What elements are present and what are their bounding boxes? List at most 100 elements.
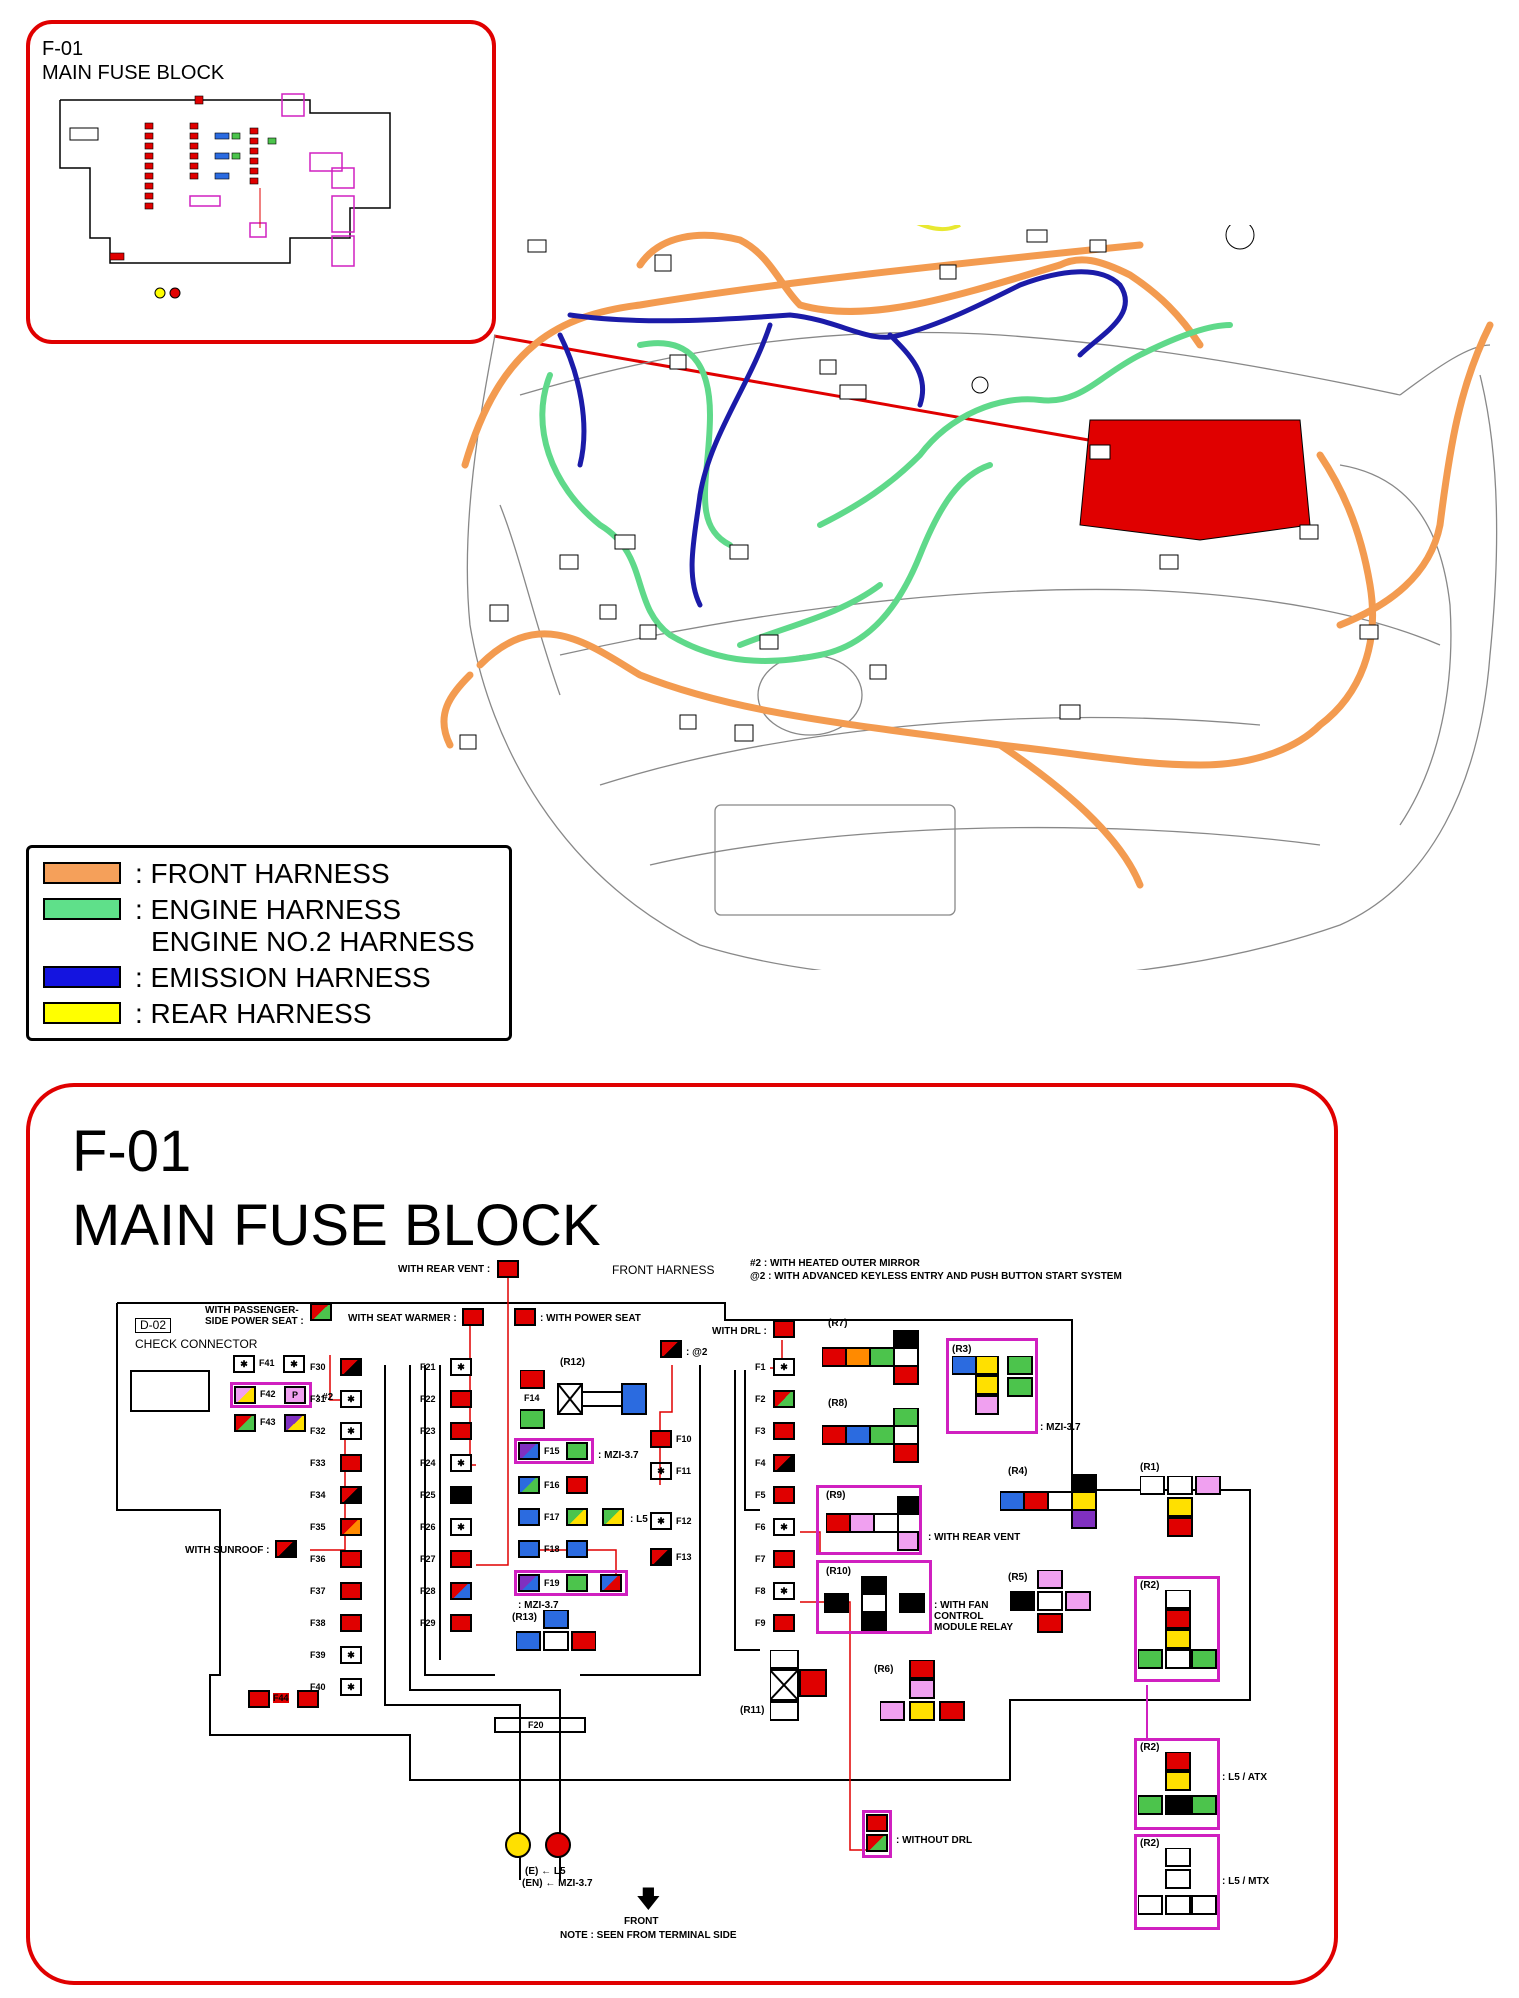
fuse-id-f38: F38 bbox=[310, 1618, 326, 1628]
fuse-f33 bbox=[340, 1454, 362, 1472]
relay-r1-label: (R1) bbox=[1140, 1462, 1160, 1473]
ground-terminal-en bbox=[545, 1832, 571, 1858]
fuse-f7 bbox=[773, 1550, 795, 1568]
connector-r10 bbox=[816, 1560, 932, 1634]
connector-r2-mtx bbox=[1134, 1834, 1220, 1930]
vehicle-harness-illustration bbox=[440, 225, 1498, 970]
fuse-f36 bbox=[340, 1550, 362, 1568]
fuse-id-f21: F21 bbox=[420, 1362, 436, 1372]
fuse-id-f23: F23 bbox=[420, 1426, 436, 1436]
connector-r2-atx bbox=[1134, 1738, 1220, 1830]
fuse-f39: ✱ bbox=[340, 1646, 362, 1664]
relay-r2-label-atx: (R2) bbox=[1140, 1742, 1160, 1753]
fuse-f41-a: ✱ bbox=[233, 1355, 255, 1373]
relay-r9 bbox=[826, 1496, 919, 1551]
legend-swatch-rear bbox=[43, 1002, 121, 1024]
fuse-f29 bbox=[450, 1614, 472, 1632]
relay-r12 bbox=[520, 1370, 647, 1429]
fuse-f18-b bbox=[566, 1540, 588, 1558]
fuse-sunroof bbox=[275, 1540, 297, 1558]
connector-f19 bbox=[514, 1570, 628, 1596]
fuse-id-f4: F4 bbox=[755, 1458, 766, 1468]
fuse-f32: ✱ bbox=[340, 1422, 362, 1440]
fuse-f38 bbox=[340, 1614, 362, 1632]
fuse-f11-id: F11 bbox=[676, 1466, 692, 1476]
label-note-bottom: NOTE : SEEN FROM TERMINAL SIDE bbox=[560, 1930, 737, 1941]
inset-code: F-01 bbox=[42, 38, 84, 60]
legend-label-front: : FRONT HARNESS bbox=[135, 858, 390, 889]
fuse-id-f8: F8 bbox=[755, 1586, 766, 1596]
detail-code: F-01 bbox=[72, 1119, 192, 1184]
fuse-id-f9: F9 bbox=[755, 1618, 766, 1628]
fuse-drl bbox=[773, 1320, 795, 1338]
fuse-f41-id: F41 bbox=[259, 1358, 275, 1368]
inset-fuse-block-thumbnail bbox=[59, 93, 391, 299]
fuse-f27 bbox=[450, 1550, 472, 1568]
fuse-f30 bbox=[340, 1358, 362, 1376]
fuse-f15-id: F15 bbox=[544, 1446, 560, 1456]
fuse-f44-b bbox=[297, 1690, 319, 1708]
fuse-id-f35: F35 bbox=[310, 1522, 326, 1532]
fuse-f18-a bbox=[518, 1540, 540, 1558]
connector-without-drl bbox=[862, 1810, 892, 1858]
fuse-f24: ✱ bbox=[450, 1454, 472, 1472]
fuse-f16-a bbox=[518, 1476, 540, 1494]
fuse-f8: ✱ bbox=[773, 1582, 795, 1600]
d02-label: CHECK CONNECTOR bbox=[135, 1337, 258, 1351]
label-mark-2-f42: : #2 bbox=[316, 1392, 334, 1403]
label-front: FRONT bbox=[624, 1916, 659, 1927]
relay-r3-label: (R3) bbox=[952, 1344, 972, 1355]
fuse-f22 bbox=[450, 1390, 472, 1408]
fuse-f37 bbox=[340, 1582, 362, 1600]
fuse-f19-b bbox=[566, 1574, 588, 1592]
fuse-id-f26: F26 bbox=[420, 1522, 436, 1532]
relay-r5 bbox=[1010, 1570, 1091, 1633]
fuse-f12-id: F12 bbox=[676, 1516, 692, 1526]
fuse-f41-b: ✱ bbox=[283, 1355, 305, 1373]
front-arrow-icon: 🡇 bbox=[636, 1886, 661, 1913]
fuse-rear-vent bbox=[497, 1260, 519, 1278]
connector-r9 bbox=[816, 1485, 922, 1555]
relay-r13-label: (R13) bbox=[512, 1612, 538, 1623]
fuse-id-f33: F33 bbox=[310, 1458, 326, 1468]
fuse-f42-b: P bbox=[284, 1386, 306, 1404]
fuse-f21: ✱ bbox=[450, 1358, 472, 1376]
fuse-f13-id: F13 bbox=[676, 1552, 692, 1562]
legend-swatch-front bbox=[43, 862, 121, 884]
label-ground-en: (EN) ← MZI-3.7 bbox=[522, 1878, 593, 1889]
fuse-f44-a bbox=[248, 1690, 270, 1708]
label-mzi-1: : MZI-3.7 bbox=[598, 1450, 639, 1461]
relay-r7 bbox=[822, 1330, 919, 1385]
fuse-id-f28: F28 bbox=[420, 1586, 436, 1596]
fuse-id-f25: F25 bbox=[420, 1490, 436, 1500]
label-with-rear-vent: : WITH REAR VENT bbox=[928, 1532, 1021, 1543]
fuse-power-seat bbox=[514, 1308, 536, 1326]
fuse-id-f24: F24 bbox=[420, 1458, 436, 1468]
legend-label-engine: : ENGINE HARNESS bbox=[135, 894, 402, 925]
connector-f42 bbox=[230, 1382, 312, 1408]
fuse-f17-a bbox=[518, 1508, 540, 1526]
fuse-id-f39: F39 bbox=[310, 1650, 326, 1660]
note-heated-mirror: #2 : WITH HEATED OUTER MIRROR bbox=[750, 1258, 920, 1269]
relay-r13 bbox=[516, 1610, 596, 1651]
fuse-f9 bbox=[773, 1614, 795, 1632]
fuse-f17-b bbox=[566, 1508, 588, 1526]
fuse-id-f30: F30 bbox=[310, 1362, 326, 1372]
fuse-f44-id: F44 bbox=[273, 1693, 289, 1703]
relay-r3 bbox=[952, 1356, 1033, 1415]
legend-label-rear: : REAR HARNESS bbox=[135, 998, 372, 1029]
pointer-line bbox=[493, 334, 1181, 458]
fuse-f17-id: F17 bbox=[544, 1512, 560, 1522]
fuse-f17-c bbox=[602, 1508, 624, 1526]
fuse-f11: ✱ bbox=[650, 1462, 672, 1480]
fuse-f26: ✱ bbox=[450, 1518, 472, 1536]
note-keyless-entry: @2 : WITH ADVANCED KEYLESS ENTRY AND PUS… bbox=[750, 1271, 1122, 1282]
fuse-f16-id: F16 bbox=[544, 1480, 560, 1490]
fuse-f19-id: F19 bbox=[544, 1578, 560, 1588]
fuse-f23 bbox=[450, 1422, 472, 1440]
fuse-f42-a bbox=[234, 1386, 256, 1404]
fuse-f15-a bbox=[518, 1442, 540, 1460]
fuse-f5 bbox=[773, 1486, 795, 1504]
detail-title: MAIN FUSE BLOCK bbox=[72, 1193, 601, 1258]
label-sunroof: WITH SUNROOF : bbox=[185, 1545, 270, 1556]
